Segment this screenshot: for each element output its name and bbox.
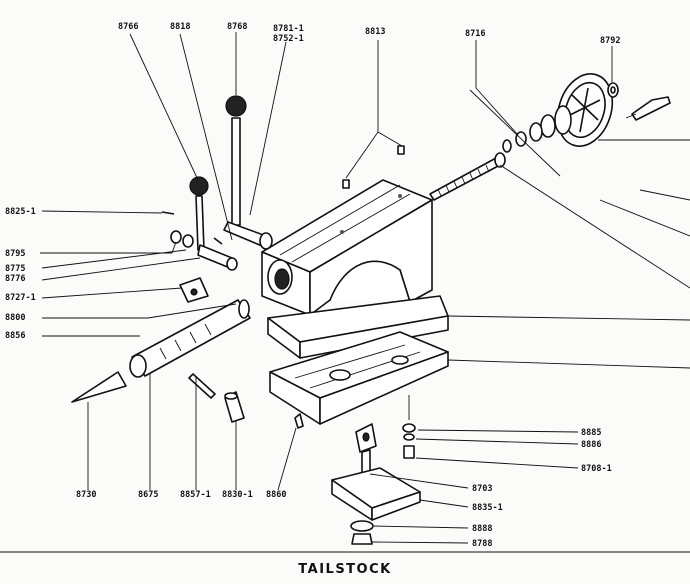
- diagram-title: TAILSTOCK: [298, 562, 392, 577]
- tailstock-body: [261, 179, 433, 316]
- part-label-8860: 8860: [266, 490, 286, 500]
- leadscrew: [429, 152, 506, 201]
- part-label-8730: 8730: [76, 490, 96, 500]
- part-label-8818: 8818: [170, 22, 190, 32]
- part-label-8800: 8800: [5, 313, 25, 323]
- screw-pin: [188, 373, 245, 423]
- part-label-8752-1: 8752-1: [273, 34, 304, 44]
- adjusting-bolt: [402, 395, 416, 459]
- part-label-8703: 8703: [472, 484, 492, 494]
- quill: [129, 299, 251, 378]
- part-label-8857-1: 8857-1: [180, 490, 211, 500]
- part-label-8781-1: 8781-1: [273, 24, 304, 34]
- clamp-base: [269, 331, 449, 425]
- part-label-8813: 8813: [365, 27, 385, 37]
- part-label-8727-1: 8727-1: [5, 293, 36, 303]
- bearing-washers: [502, 131, 527, 153]
- part-label-8885: 8885: [581, 428, 601, 438]
- part-label-8795: 8795: [5, 249, 25, 259]
- part-label-8825-1: 8825-1: [5, 207, 36, 217]
- part-label-8768: 8768: [227, 22, 247, 32]
- part-label-8788: 8788: [472, 539, 492, 549]
- part-label-8775: 8775: [5, 264, 25, 274]
- clamp-block: [331, 467, 421, 521]
- part-label-8675: 8675: [138, 490, 158, 500]
- dead-center: [71, 371, 127, 403]
- lock-lever: [223, 95, 273, 250]
- clamp-washer-nut: [350, 520, 374, 545]
- part-label-8792: 8792: [600, 36, 620, 46]
- part-label-8888: 8888: [472, 524, 492, 534]
- part-labels: 8766 8818 8768 8781-1 8752-1 8813 8716 8…: [5, 22, 620, 549]
- set-screws: [342, 145, 405, 189]
- leader-lines: [40, 32, 690, 544]
- handwheel-handle: [607, 82, 671, 121]
- part-label-8856: 8856: [5, 331, 25, 341]
- gib-key: [294, 413, 304, 429]
- part-label-8830-1: 8830-1: [222, 490, 253, 500]
- binder-parts: [161, 211, 238, 303]
- part-label-8716: 8716: [465, 29, 485, 39]
- handwheel: [529, 73, 614, 147]
- base-plate: [267, 295, 449, 359]
- part-label-8835-1: 8835-1: [472, 503, 503, 513]
- part-label-8766: 8766: [118, 22, 138, 32]
- part-label-8776: 8776: [5, 274, 25, 284]
- part-label-8886: 8886: [581, 440, 601, 450]
- clamp-lever-small: [189, 176, 209, 251]
- part-label-8708-1: 8708-1: [581, 464, 612, 474]
